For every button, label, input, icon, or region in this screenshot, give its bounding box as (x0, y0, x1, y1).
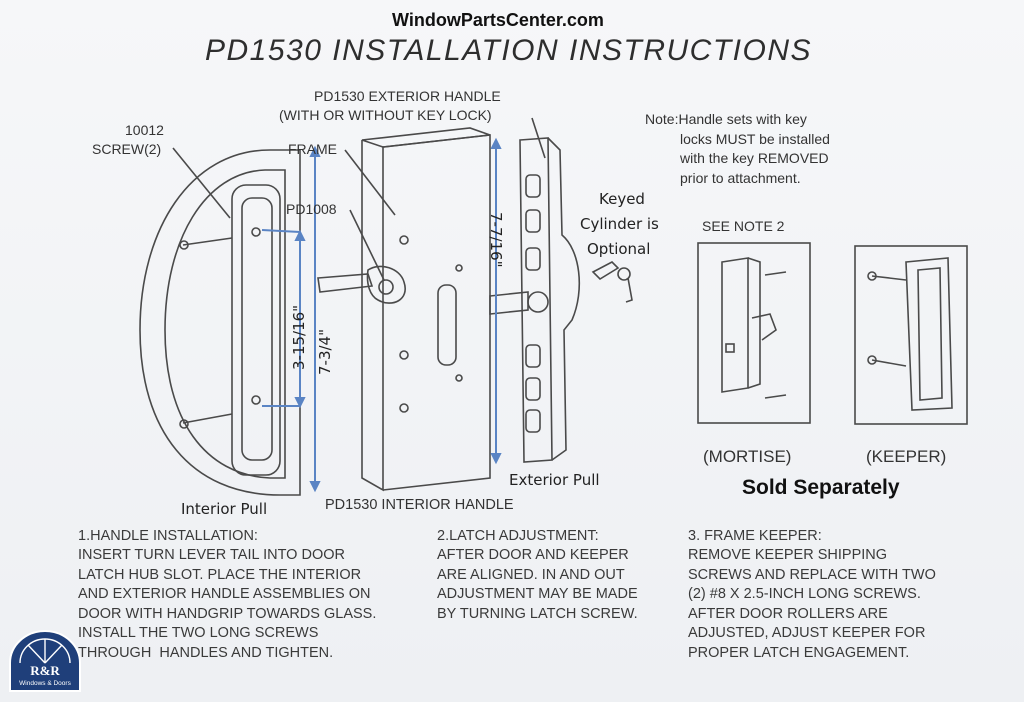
keeper-drawing (867, 257, 953, 411)
dimension-3-15-16: 3-15/16" (290, 304, 308, 370)
mortise-label: (MORTISE) (703, 447, 792, 466)
exterior-handle-label: PD1530 EXTERIOR HANDLE (314, 88, 501, 104)
keyed-label-1: Keyed (599, 190, 645, 208)
key-drawing (591, 261, 633, 303)
page-title: PD1530 INSTALLATION INSTRUCTIONS (205, 34, 813, 67)
keeper-label: (KEEPER) (866, 447, 947, 466)
site-name: WindowPartsCenter.com (392, 10, 604, 30)
exterior-handle-drawing (489, 137, 581, 463)
turn-lever-drawing (317, 209, 406, 304)
instruction-1-heading: 1.HANDLE INSTALLATION: (78, 528, 258, 544)
exterior-pull-label: Exterior Pull (509, 471, 600, 489)
turn-lever-label: PD1008 (286, 201, 337, 217)
dimension-lines (261, 137, 502, 493)
dimension-7-7-16: 7-7/16" (487, 212, 505, 268)
mortise-drawing (721, 257, 787, 399)
keyed-label-2: Cylinder is (580, 215, 659, 233)
logo-brand: R&R (30, 663, 60, 678)
dimension-7-3-4: 7-3/4" (316, 329, 334, 375)
see-note-label: SEE NOTE 2 (702, 218, 785, 234)
sold-separately-label: Sold Separately (742, 476, 900, 499)
keyed-label-3: Optional (587, 240, 651, 258)
instruction-3-heading: 3. FRAME KEEPER: (688, 528, 822, 544)
exterior-handle-sublabel: (WITH OR WITHOUT KEY LOCK) (279, 107, 492, 123)
brand-logo: R&R Windows & Doors (8, 629, 82, 693)
key-note: Note:Handle sets with key locks MUST be … (645, 111, 830, 186)
screw-label: SCREW(2) (92, 141, 162, 157)
interior-handle-drawing (139, 149, 301, 496)
frame-label: FRAME (288, 141, 337, 157)
screw-part-number: 10012 (125, 122, 164, 138)
interior-handle-label: PD1530 INTERIOR HANDLE (325, 497, 514, 513)
mortise-box (697, 242, 811, 424)
instruction-2-body: AFTER DOOR AND KEEPER ARE ALIGNED. IN AN… (437, 547, 638, 622)
logo-tagline: Windows & Doors (19, 680, 71, 687)
instruction-1-body: INSERT TURN LEVER TAIL INTO DOOR LATCH H… (78, 547, 377, 661)
interior-pull-label: Interior Pull (181, 500, 268, 518)
door-stile-drawing (361, 127, 491, 492)
instruction-3-body: REMOVE KEEPER SHIPPING SCREWS AND REPLAC… (688, 547, 936, 661)
keeper-box (854, 245, 968, 425)
instruction-2-heading: 2.LATCH ADJUSTMENT: (437, 528, 599, 544)
